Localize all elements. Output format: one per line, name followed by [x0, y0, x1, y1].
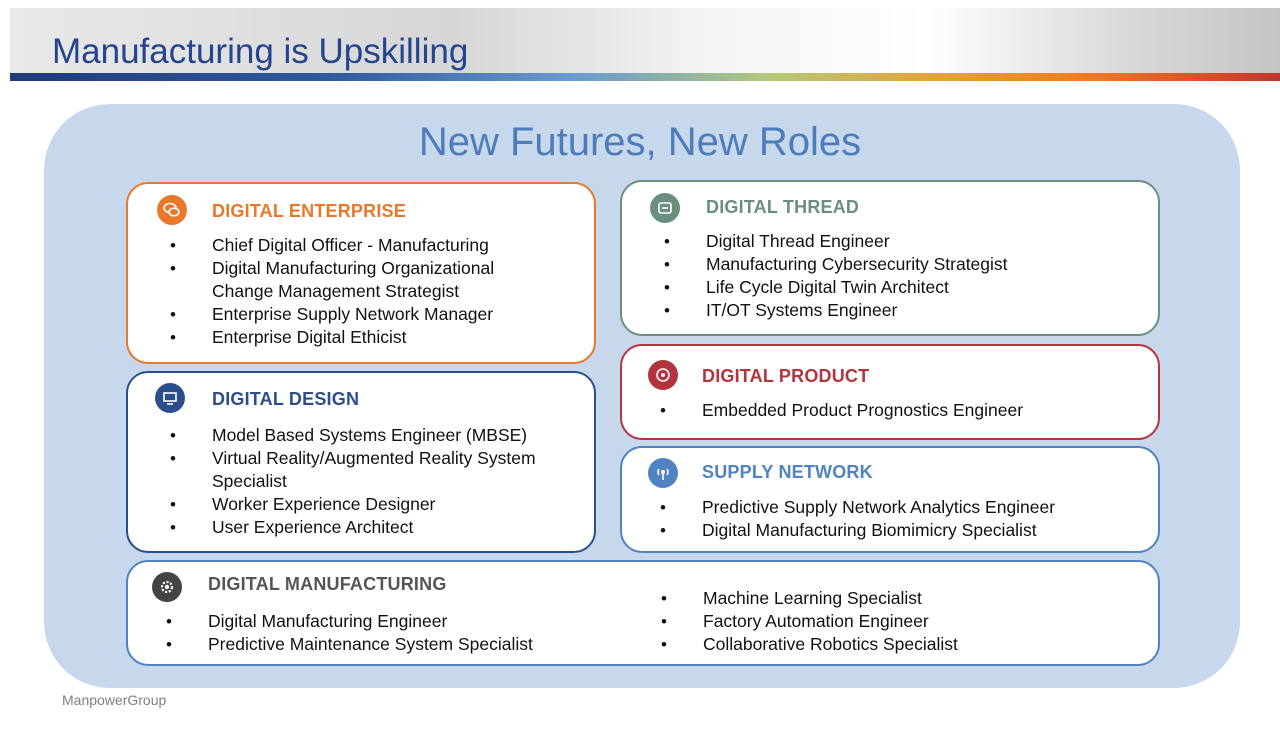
list-item: Factory Automation Engineer [661, 610, 958, 633]
digital-thread-list: Digital Thread Engineer Manufacturing Cy… [664, 230, 1008, 322]
page-title: Manufacturing is Upskilling [52, 32, 469, 71]
list-item: IT/OT Systems Engineer [664, 299, 1008, 322]
list-item: Change Management Strategist [212, 281, 460, 301]
digital-enterprise-title: DIGITAL ENTERPRISE [212, 201, 406, 221]
supply-network-list: Predictive Supply Network Analytics Engi… [660, 496, 1055, 542]
monitor-icon [155, 383, 185, 413]
digital-product-card [620, 344, 1160, 440]
digital-manufacturing-list-right: Machine Learning Specialist Factory Auto… [661, 587, 958, 656]
digital-thread-title: DIGITAL THREAD [706, 197, 860, 217]
list-item: Machine Learning Specialist [661, 587, 958, 610]
list-item: Digital Manufacturing Biomimicry Special… [660, 519, 1055, 542]
thread-icon [650, 193, 680, 223]
gear-icon [152, 572, 182, 602]
digital-manufacturing-title: DIGITAL MANUFACTURING [208, 574, 447, 594]
header-banner [10, 8, 1280, 74]
list-item: Chief Digital Officer - Manufacturing [170, 234, 494, 257]
list-item: Virtual Reality/Augmented Reality System [170, 447, 536, 470]
list-item: Life Cycle Digital Twin Architect [664, 276, 1008, 299]
list-item: Digital Manufacturing Organizational [170, 257, 494, 280]
list-item: Predictive Maintenance System Specialist [166, 633, 533, 656]
chat-bubbles-icon [157, 195, 187, 225]
list-item: Manufacturing Cybersecurity Strategist [664, 253, 1008, 276]
antenna-icon [648, 458, 678, 488]
list-item: Model Based Systems Engineer (MBSE) [170, 424, 536, 447]
footer-brand: ManpowerGroup [62, 692, 167, 708]
digital-product-list: Embedded Product Prognostics Engineer [660, 399, 1023, 422]
list-item: Embedded Product Prognostics Engineer [660, 399, 1023, 422]
supply-network-title: SUPPLY NETWORK [702, 462, 873, 482]
list-item: User Experience Architect [170, 516, 536, 539]
digital-product-title: DIGITAL PRODUCT [702, 366, 870, 386]
list-item: Worker Experience Designer [170, 493, 536, 516]
list-item: Predictive Supply Network Analytics Engi… [660, 496, 1055, 519]
digital-manufacturing-list-left: Digital Manufacturing Engineer Predictiv… [166, 610, 533, 656]
header-color-bar [10, 73, 1280, 81]
digital-design-list: Model Based Systems Engineer (MBSE) Virt… [170, 424, 536, 539]
product-icon [648, 360, 678, 390]
list-item: Specialist [212, 471, 287, 491]
list-item: Digital Thread Engineer [664, 230, 1008, 253]
list-item: Collaborative Robotics Specialist [661, 633, 958, 656]
list-item: Enterprise Digital Ethicist [170, 326, 494, 349]
panel-subtitle: New Futures, New Roles [418, 120, 862, 164]
digital-design-title: DIGITAL DESIGN [212, 389, 360, 409]
list-item: Digital Manufacturing Engineer [166, 610, 533, 633]
digital-enterprise-list: Chief Digital Officer - Manufacturing Di… [170, 234, 494, 349]
list-item: Enterprise Supply Network Manager [170, 303, 494, 326]
